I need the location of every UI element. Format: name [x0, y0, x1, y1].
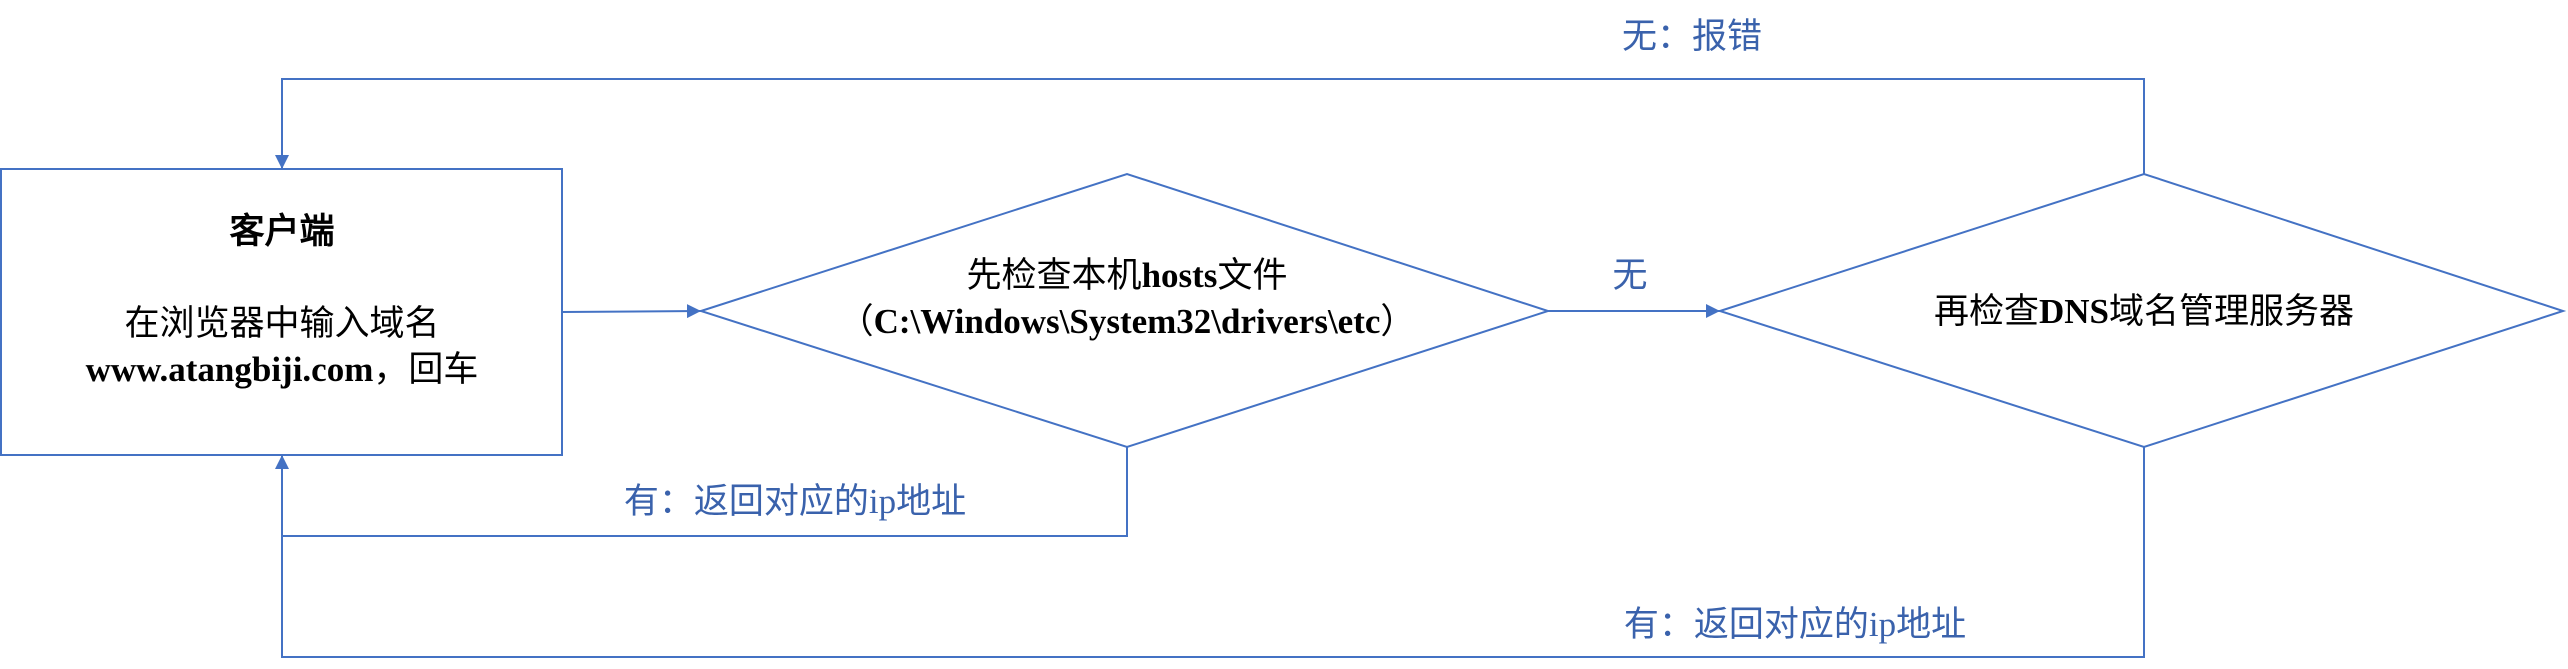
hosts-path-close-paren: ）	[1380, 302, 1415, 341]
dns-decision-keyword: DNS	[2039, 292, 2109, 331]
client-box-title: 客户端	[229, 211, 334, 251]
edge-hosts-found-to-client	[275, 447, 1128, 537]
hosts-decision-line1: 先检查本机hosts文件	[967, 256, 1288, 295]
dns-decision: 再检查DNS域名管理服务器	[1716, 172, 2567, 449]
client-box-url-suffix: ，回车	[373, 350, 478, 389]
edge-label-dns-not-found: 无：报错	[1622, 17, 1762, 56]
edge-client-to-hosts	[561, 304, 702, 319]
client-box: 客户端 在浏览器中输入域名 www.atangbiji.com，回车	[0, 168, 563, 456]
edge-label-dns-found: 有：返回对应的ip地址	[1624, 605, 1966, 644]
client-box-frame	[0, 168, 563, 456]
dns-decision-prefix: 再检查	[1934, 292, 2039, 331]
client-box-instruction: 在浏览器中输入域名	[124, 304, 439, 343]
edge-dns-error-to-client	[275, 78, 2145, 174]
edge-label-hosts-not-found: 无	[1612, 256, 1647, 295]
hosts-decision-prefix: 先检查本机	[967, 256, 1142, 295]
hosts-decision-keyword: hosts	[1142, 256, 1218, 295]
client-box-url: www.atangbiji.com	[86, 350, 374, 389]
dns-decision-diamond	[1716, 172, 2567, 449]
client-box-url-line: www.atangbiji.com，回车	[86, 350, 479, 389]
dns-decision-suffix: 域名管理服务器	[2109, 292, 2354, 331]
hosts-decision-suffix: 文件	[1217, 256, 1287, 295]
hosts-decision-line2: （C:\Windows\System32\drivers\etc）	[839, 302, 1416, 341]
edge-label-hosts-found: 有：返回对应的ip地址	[624, 482, 966, 521]
edge-dns-found-to-client	[281, 447, 2145, 658]
hosts-path-open-paren: （	[839, 302, 874, 341]
dns-decision-text: 再检查DNS域名管理服务器	[1934, 292, 2354, 331]
hosts-decision: 先检查本机hosts文件 （C:\Windows\System32\driver…	[697, 172, 1552, 449]
hosts-path: C:\Windows\System32\drivers\etc	[874, 302, 1381, 341]
